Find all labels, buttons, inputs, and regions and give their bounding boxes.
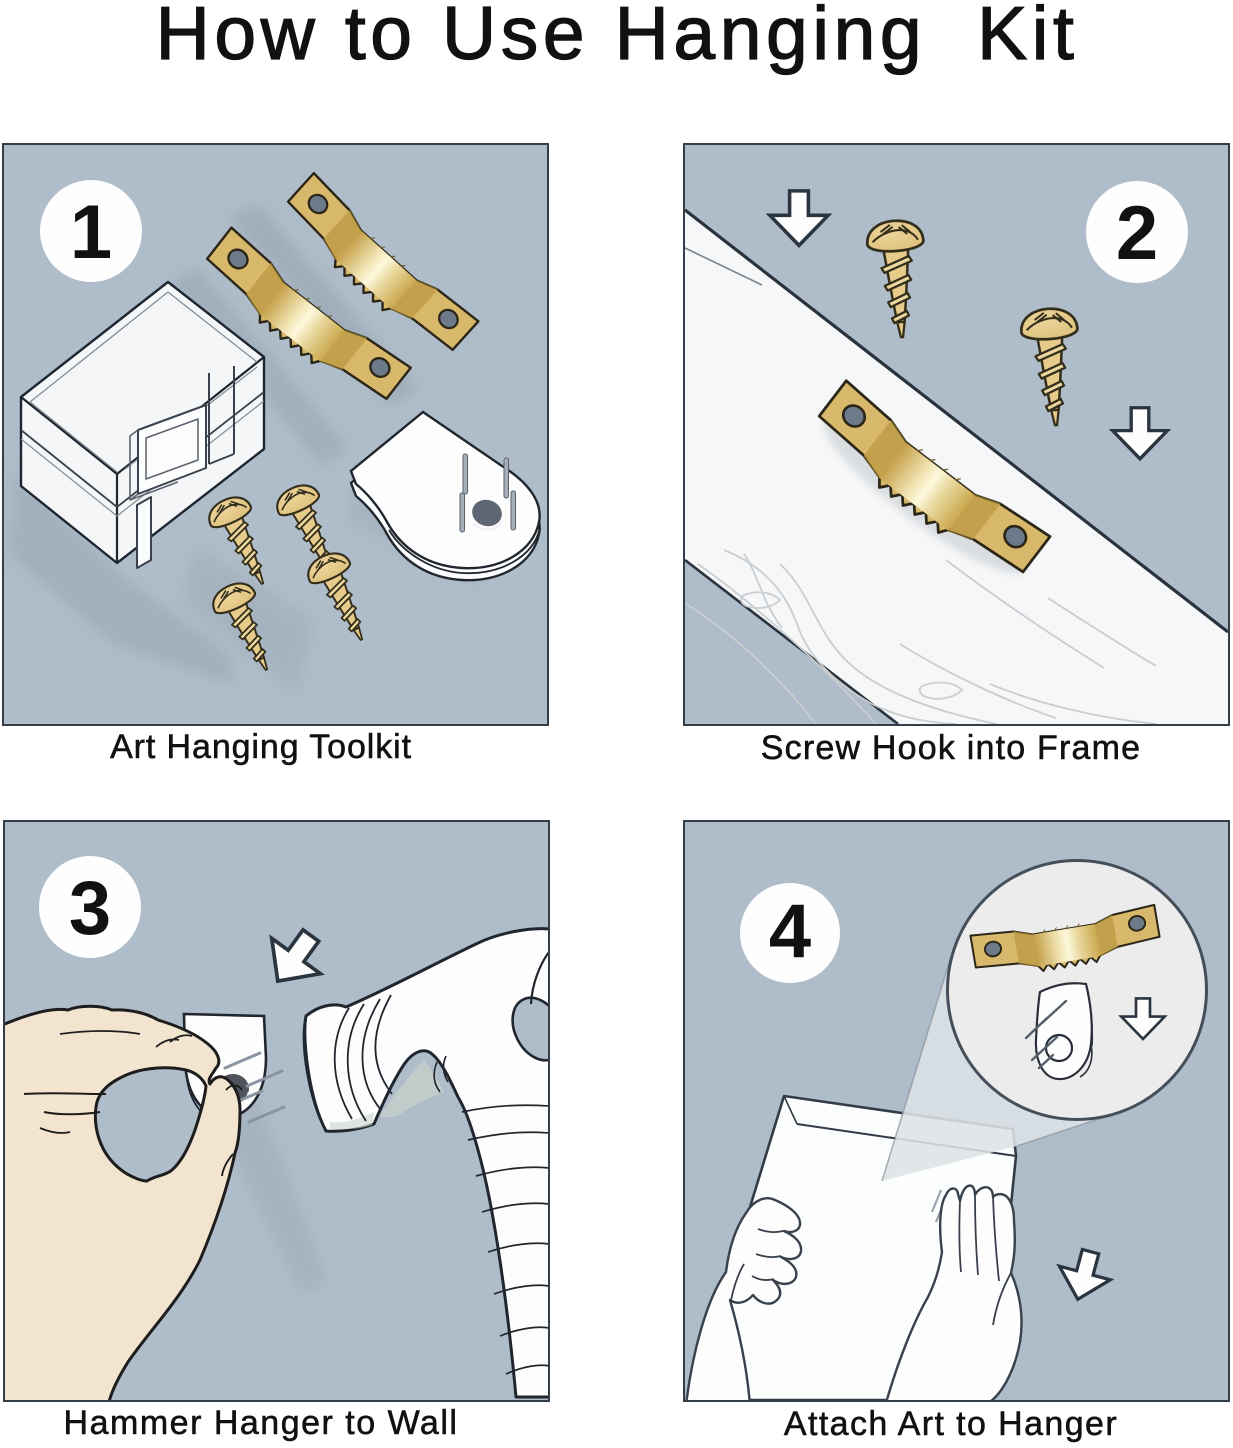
svg-text:Art Hanging Toolkit: Art Hanging Toolkit	[110, 728, 412, 766]
svg-text:1: 1	[70, 190, 112, 275]
svg-text:Screw Hook into Frame: Screw Hook into Frame	[761, 729, 1141, 767]
svg-text:How to Use Hanging Kit: How to Use Hanging Kit	[156, 0, 1079, 75]
svg-text:4: 4	[769, 889, 811, 974]
svg-text:Hammer Hanger to Wall: Hammer Hanger to Wall	[64, 1404, 459, 1442]
svg-text:2: 2	[1116, 191, 1158, 276]
svg-text:3: 3	[69, 866, 111, 951]
svg-text:Attach Art to Hanger: Attach Art to Hanger	[784, 1405, 1118, 1443]
